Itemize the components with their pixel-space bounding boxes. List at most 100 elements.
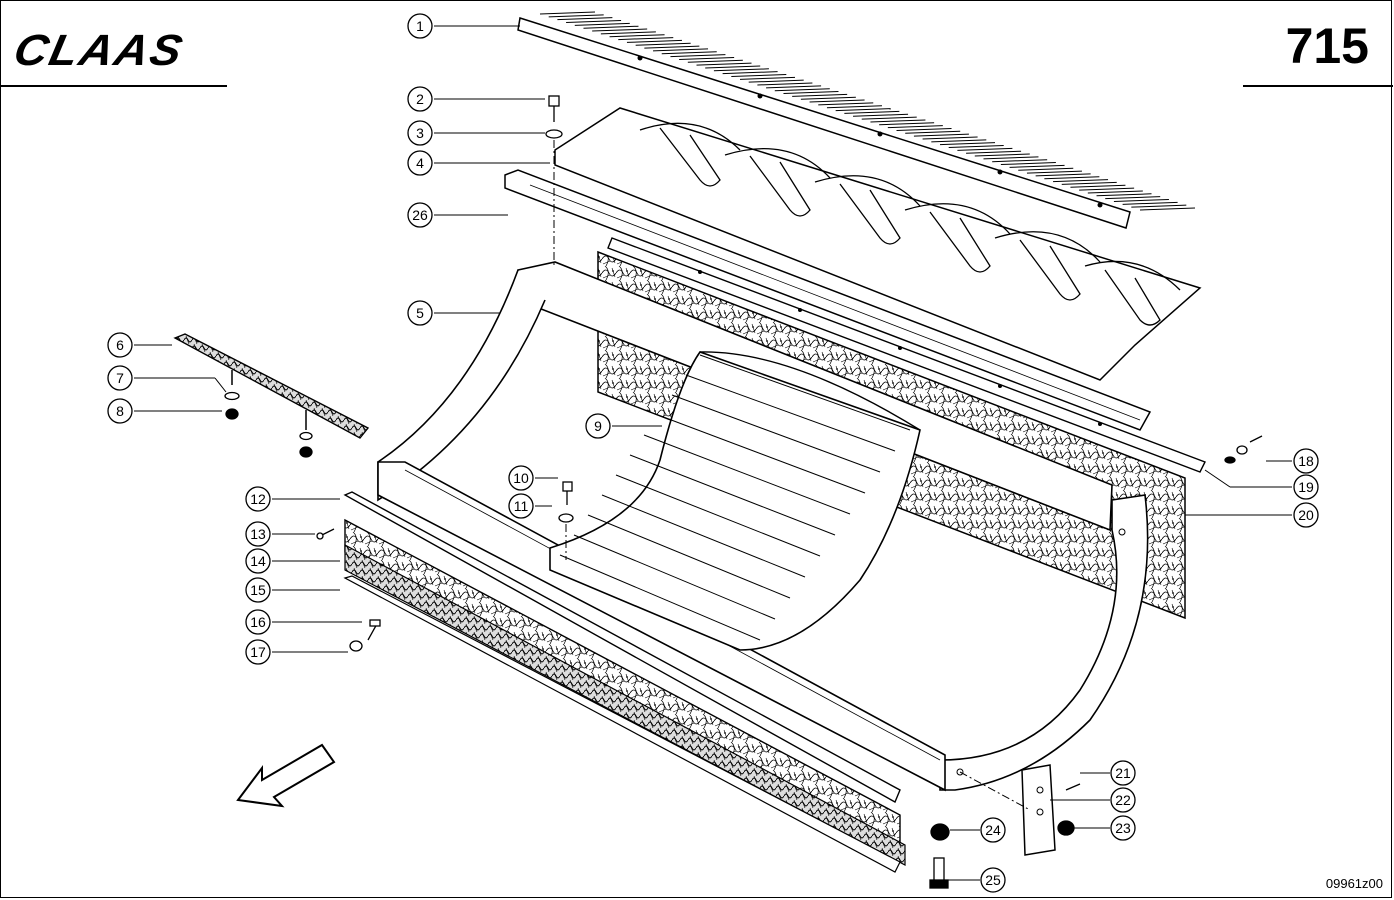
callout-circle [1293, 502, 1319, 528]
comb-tooth [661, 51, 717, 55]
callout-circle [107, 365, 133, 391]
comb-tooth [913, 133, 969, 137]
callout-circle [245, 639, 271, 665]
callout-number: 26 [412, 207, 428, 223]
callout-circle [107, 332, 133, 358]
comb-tooth [1070, 184, 1126, 188]
callout-circle [508, 465, 534, 491]
comb-tooth [1035, 173, 1091, 177]
callout-24: 24 [980, 817, 1006, 843]
callout-number: 3 [416, 125, 424, 141]
comb-tooth [896, 127, 952, 131]
page-number: 715 [1285, 18, 1369, 74]
callout-21: 21 [1110, 760, 1136, 786]
callout-number: 12 [250, 491, 266, 507]
callout-circle [245, 609, 271, 635]
callout-7: 7 [107, 365, 133, 391]
comb-tooth [1018, 167, 1074, 171]
comb-tooth [792, 93, 848, 97]
comb-tooth [1044, 176, 1100, 180]
comb-tooth [644, 45, 700, 49]
comb-tooth [653, 48, 709, 52]
callout-number: 1 [416, 18, 424, 34]
callout-number: 16 [250, 614, 266, 630]
callout-8: 8 [107, 398, 133, 424]
comb-tooth [1113, 198, 1169, 202]
callout-number: 10 [513, 470, 529, 486]
grating-rib [629, 454, 836, 536]
callout-circle [508, 493, 534, 519]
callout-number: 8 [116, 403, 124, 419]
comb-tooth [679, 56, 735, 60]
callout-circle [245, 486, 271, 512]
callout-2: 2 [407, 86, 433, 112]
comb-tooth [705, 65, 761, 69]
callout-number: 23 [1115, 820, 1131, 836]
callout-number: 19 [1298, 479, 1314, 495]
comb-tooth [1053, 179, 1109, 183]
comb-tooth [870, 119, 926, 123]
callout-labels: 1234567891011121314151617181920212223242… [107, 13, 1319, 893]
callout-10: 10 [508, 465, 534, 491]
comb-tooth [757, 82, 813, 86]
comb-tooth [983, 156, 1039, 160]
comb-tooth [922, 136, 978, 140]
grating-rib [657, 414, 866, 494]
callout-number: 21 [1115, 765, 1131, 781]
comb-tooth [739, 76, 796, 80]
callout-circle [245, 577, 271, 603]
part-curved-grating [549, 351, 921, 651]
callout-circle [407, 86, 433, 112]
callout-circle [407, 202, 433, 228]
comb-tooth [539, 11, 596, 15]
callout-circle [245, 521, 271, 547]
grating-rib [615, 474, 821, 557]
callout-number: 6 [116, 337, 124, 353]
callout-number: 14 [250, 553, 266, 569]
callout-number: 25 [985, 872, 1001, 888]
comb-tooth [774, 88, 830, 92]
grating-rib [559, 554, 761, 641]
brand-rule [1, 85, 227, 87]
callout-number: 2 [416, 91, 424, 107]
callout-20: 20 [1293, 502, 1319, 528]
comb-tooth [835, 108, 891, 112]
callout-circle [1110, 787, 1136, 813]
comb-tooth [1105, 196, 1161, 200]
comb-tooth [939, 142, 996, 146]
comb-tooth [600, 31, 656, 35]
callout-circle [1293, 448, 1319, 474]
comb-tooth [766, 85, 822, 89]
comb-tooth [853, 113, 909, 117]
page-number-rule [1243, 85, 1393, 87]
hardware [224, 95, 1263, 889]
callout-circle [1110, 760, 1136, 786]
comb-tooth [800, 96, 856, 100]
comb-tooth [548, 14, 604, 18]
callout-1: 1 [407, 13, 433, 39]
grating-rib [601, 494, 806, 578]
grating-rib [587, 514, 791, 599]
comb-tooth [583, 25, 639, 29]
comb-tooth [574, 22, 630, 26]
part-flat-strip [504, 169, 1152, 431]
comb-tooth [966, 150, 1022, 154]
callout-11: 11 [508, 493, 534, 519]
comb-tooth [905, 130, 961, 134]
callout-16: 16 [245, 609, 271, 635]
callout-circle [980, 867, 1006, 893]
comb-tooth [687, 59, 743, 63]
comb-tooth [713, 68, 769, 72]
comb-tooth [1061, 181, 1117, 185]
callout-circle [407, 13, 433, 39]
part-side-bracket [1021, 764, 1056, 856]
comb-tooth [1009, 164, 1065, 168]
callout-25: 25 [980, 867, 1006, 893]
comb-tooth [1026, 170, 1082, 174]
comb-tooth [592, 28, 648, 32]
callout-19: 19 [1293, 474, 1319, 500]
comb-tooth [635, 42, 691, 46]
part-front-strips [343, 491, 906, 873]
